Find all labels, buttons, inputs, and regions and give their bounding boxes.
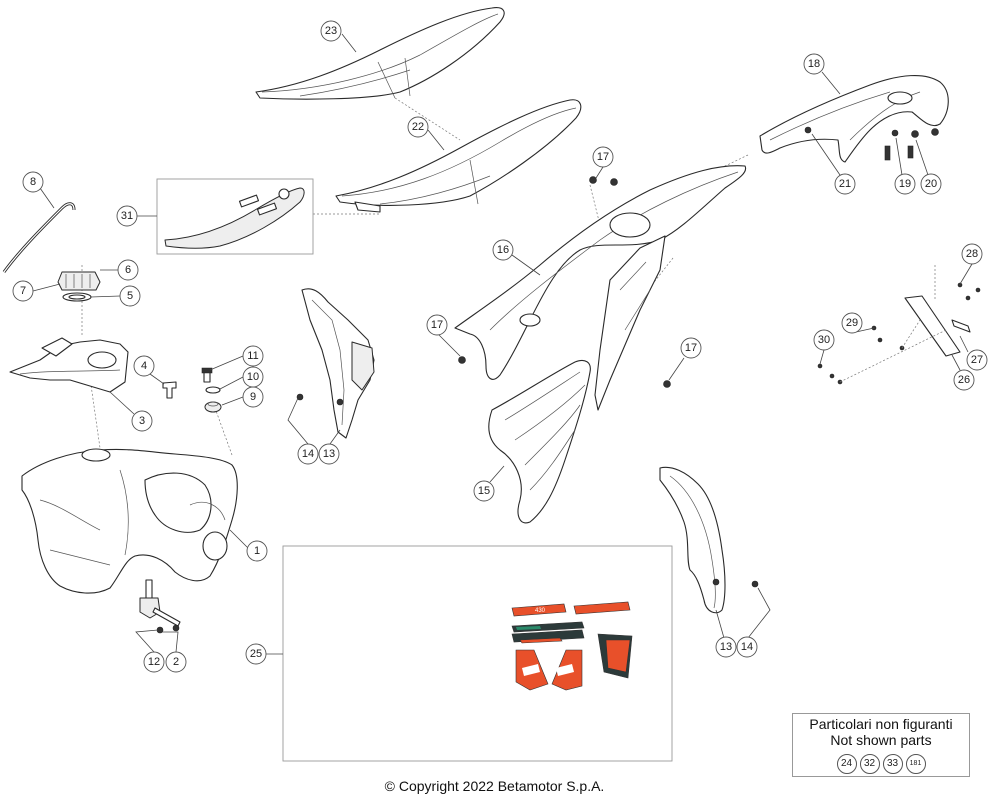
svg-text:13: 13 (720, 641, 732, 653)
callout-27: 27 (966, 349, 988, 371)
not-shown-title-it: Particolari non figuranti (809, 716, 953, 732)
svg-text:31: 31 (121, 210, 133, 222)
svg-text:19: 19 (899, 178, 911, 190)
callout-15: 15 (473, 480, 495, 502)
callout-6: 6 (117, 259, 139, 281)
callout-21: 21 (834, 173, 856, 195)
not-shown-part: 181 (905, 754, 926, 774)
callout-12: 12 (143, 651, 165, 673)
not-shown-parts-box: Particolari non figuranti Not shown part… (792, 713, 970, 777)
not-shown-title-en: Not shown parts (830, 732, 932, 748)
not-shown-part: 33 (882, 754, 903, 774)
breather-hose (2, 202, 76, 273)
seat-lower (335, 99, 582, 213)
svg-text:11: 11 (247, 350, 258, 362)
svg-text:3: 3 (139, 415, 145, 427)
svg-text:22: 22 (412, 121, 424, 133)
svg-text:12: 12 (148, 656, 160, 668)
callout-30: 30 (813, 329, 835, 351)
seat-base-box (156, 178, 314, 255)
svg-text:26: 26 (958, 374, 970, 386)
seat-upper (255, 7, 505, 100)
callout-11: 11 (242, 345, 264, 367)
callout-2: 2 (165, 651, 187, 673)
svg-text:16: 16 (497, 244, 509, 256)
callout-13-left: 13 (318, 443, 340, 465)
svg-text:17: 17 (685, 342, 697, 354)
svg-text:13: 13 (323, 448, 335, 460)
callout-14-left: 14 (297, 443, 319, 465)
callout-13-right: 13 (715, 636, 737, 658)
small-hardware (162, 367, 222, 413)
svg-text:23: 23 (325, 25, 337, 37)
callout-25: 25 (245, 643, 267, 665)
callout-4: 4 (133, 355, 155, 377)
callouts: 23 22 31 8 6 7 5 3 4 11 10 9 1 (12, 20, 988, 673)
svg-text:21: 21 (839, 178, 851, 190)
callout-26: 26 (953, 369, 975, 391)
callout-10: 10 (242, 366, 264, 388)
callout-31: 31 (116, 205, 138, 227)
svg-text:17: 17 (431, 319, 443, 331)
svg-text:17: 17 (597, 151, 609, 163)
svg-text:2: 2 (173, 656, 179, 668)
svg-text:14: 14 (741, 641, 753, 653)
svg-text:1: 1 (254, 545, 260, 557)
callout-17-left: 17 (426, 314, 448, 336)
svg-text:8: 8 (30, 176, 36, 188)
not-shown-part: 32 (859, 754, 880, 774)
svg-text:6: 6 (125, 264, 131, 276)
airbox-cover (488, 359, 591, 524)
svg-text:29: 29 (846, 317, 858, 329)
callout-28: 28 (961, 243, 983, 265)
svg-text:9: 9 (250, 391, 256, 403)
callout-19: 19 (894, 173, 916, 195)
frame-guard-left (296, 288, 375, 439)
callout-17-right: 17 (680, 337, 702, 359)
callout-8: 8 (22, 171, 44, 193)
svg-text:20: 20 (925, 178, 937, 190)
callout-3: 3 (131, 410, 153, 432)
callout-29: 29 (841, 312, 863, 334)
fasteners-17 (458, 176, 671, 388)
svg-text:4: 4 (141, 360, 147, 372)
frame-guard-right (659, 466, 759, 614)
callout-18: 18 (803, 53, 825, 75)
copyright-notice: © Copyright 2022 Betamotor S.p.A. (384, 778, 605, 794)
svg-text:14: 14 (302, 448, 314, 460)
not-shown-part-numbers: 24 32 33 181 (793, 754, 969, 774)
callout-9: 9 (242, 386, 264, 408)
callout-7: 7 (12, 280, 34, 302)
decals-box: 430 (282, 545, 673, 762)
decal-model-text: 430 (535, 608, 546, 614)
fasteners-rear (804, 126, 939, 161)
svg-text:25: 25 (250, 648, 262, 660)
callout-23: 23 (320, 20, 342, 42)
callout-17-top: 17 (592, 146, 614, 168)
svg-text:7: 7 (20, 285, 26, 297)
rear-fender (759, 74, 949, 163)
callout-20: 20 (920, 173, 942, 195)
svg-text:15: 15 (478, 485, 490, 497)
not-shown-part: 24 (836, 754, 857, 774)
fuel-tank (21, 448, 238, 594)
svg-text:28: 28 (966, 248, 978, 260)
tank-shroud (9, 337, 129, 393)
callout-1: 1 (246, 540, 268, 562)
callout-14-right: 14 (736, 636, 758, 658)
plate-bracket (817, 282, 981, 385)
svg-text:10: 10 (247, 371, 259, 383)
fuel-tap (139, 579, 181, 634)
svg-text:27: 27 (971, 354, 983, 366)
callout-22: 22 (407, 116, 429, 138)
callout-5: 5 (119, 285, 141, 307)
side-panel (454, 165, 747, 411)
svg-text:30: 30 (818, 334, 830, 346)
svg-text:18: 18 (808, 58, 820, 70)
svg-text:5: 5 (127, 290, 133, 302)
callout-16: 16 (492, 239, 514, 261)
